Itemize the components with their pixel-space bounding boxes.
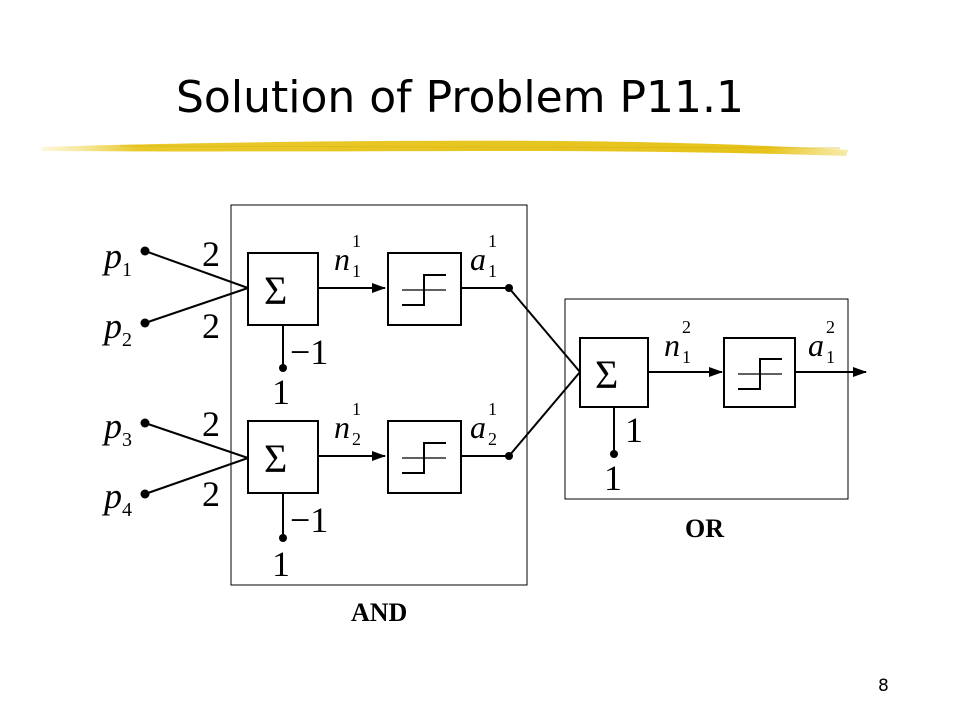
net-superscript: 1 [352,399,361,419]
net-label: n [334,241,350,277]
sigma-symbol: Σ [264,268,287,313]
bias-weight: −1 [290,500,328,540]
input-label-p4: p4 [101,476,132,521]
out-subscript: 1 [488,261,497,281]
input-label-p3: p3 [101,406,132,451]
input-dot-p1 [140,246,150,256]
bias-input: 1 [272,544,290,584]
input-dot-p4 [140,489,150,499]
or-group-label: OR [685,514,724,543]
input-label-p1: p1 [101,236,132,281]
input-dots [140,246,150,499]
out-subscript: 2 [488,429,497,449]
weight-p1: 2 [202,234,220,274]
bias-dot [279,364,287,372]
out-subscript: 1 [826,347,835,367]
input-label-p2: p2 [101,306,132,351]
net-subscript: 2 [352,429,361,449]
input-connections [144,250,249,495]
bias-input: 1 [604,458,622,498]
and-layer-box [230,204,528,586]
and-group-label: AND [351,598,407,627]
summation-block [247,420,319,494]
out-label: a [470,241,486,277]
and-to-or-connections [508,287,581,457]
net-subscript: 1 [682,347,691,367]
out-superscript: 1 [488,231,497,251]
input-dot-p2 [140,318,150,328]
input-dot-p3 [140,418,150,428]
out-superscript: 2 [826,317,835,337]
weight-p2: 2 [202,306,220,346]
net-superscript: 1 [352,231,361,251]
out-label: a [808,327,824,363]
slide-title: Solution of Problem P11.1 [176,72,745,123]
weight-p4: 2 [202,474,220,514]
bias-dot [610,450,618,458]
or-neuron: Σ 1 1 n 2 1 a 2 1 [579,317,867,498]
and-neuron-1: Σ −1 1 n 1 1 a 1 1 [247,231,513,412]
bias-dot [279,534,287,542]
net-label: n [664,327,680,363]
net-superscript: 2 [682,317,691,337]
or-layer-box [564,298,849,500]
net-subscript: 1 [352,261,361,281]
sigma-symbol: Σ [595,352,618,397]
net-label: n [334,409,350,445]
bias-weight: −1 [290,332,328,372]
sigma-symbol: Σ [264,436,287,481]
bias-input: 1 [272,372,290,412]
weight-p3: 2 [202,404,220,444]
and-neuron-2: Σ −1 1 n 1 2 a 1 2 [247,399,513,584]
page-number: 8 [878,676,889,696]
summation-block [579,337,649,408]
out-label: a [470,409,486,445]
bias-weight: 1 [625,410,643,450]
out-superscript: 1 [488,399,497,419]
